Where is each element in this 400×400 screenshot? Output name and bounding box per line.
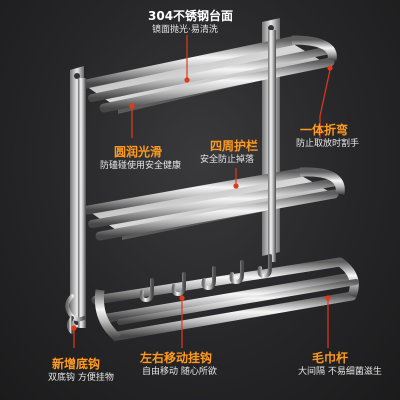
callout-guardrail: 四周护栏 安全防止掉落 xyxy=(200,140,258,165)
towel-bar-section xyxy=(91,257,359,342)
callout-top-panel: 304不锈钢台面 镜面抛光·易清洗 xyxy=(148,10,233,35)
callout-towel-bar: 毛巾杆 大间隔 不易细菌滋生 xyxy=(298,352,382,377)
callout-bottom-hook-subtitle: 双底钩 方便挂物 xyxy=(48,373,114,383)
callout-smooth: 圆润光滑 防磕碰使用安全健康 xyxy=(100,146,181,171)
callout-guardrail-title: 四周护栏 xyxy=(210,139,259,153)
callout-lines xyxy=(71,35,333,348)
top-shelf xyxy=(81,35,337,114)
callout-bend: 一体折弯 防止取放时割手 xyxy=(296,124,359,149)
bottom-hooks xyxy=(65,294,86,334)
callout-bend-title: 一体折弯 xyxy=(300,123,349,137)
callout-hooks-subtitle: 自由移动 随心所欲 xyxy=(142,367,217,377)
callout-towel-bar-title: 毛巾杆 xyxy=(312,351,349,365)
callout-bottom-hook: 新增底钩 双底钩 方便挂物 xyxy=(48,358,114,383)
callout-hooks: 左右移动挂钩 自由移动 随心所欲 xyxy=(140,352,217,377)
callout-towel-bar-subtitle: 大间隔 不易细菌滋生 xyxy=(298,367,382,377)
callout-guardrail-subtitle: 安全防止掉落 xyxy=(200,155,255,165)
callout-bottom-hook-title: 新增底钩 xyxy=(52,357,101,371)
movable-hooks xyxy=(139,254,272,303)
callout-smooth-title: 圆润光滑 xyxy=(114,145,163,159)
callout-top-panel-title: 304不锈钢台面 xyxy=(148,9,234,23)
callout-bend-subtitle: 防止取放时割手 xyxy=(296,139,360,149)
middle-shelf xyxy=(83,167,345,241)
callout-top-panel-subtitle: 镜面抛光·易清洗 xyxy=(152,25,218,35)
callout-hooks-title: 左右移动挂钩 xyxy=(140,351,213,365)
callout-smooth-subtitle: 防磕碰使用安全健康 xyxy=(100,161,182,171)
uprights xyxy=(78,30,276,328)
